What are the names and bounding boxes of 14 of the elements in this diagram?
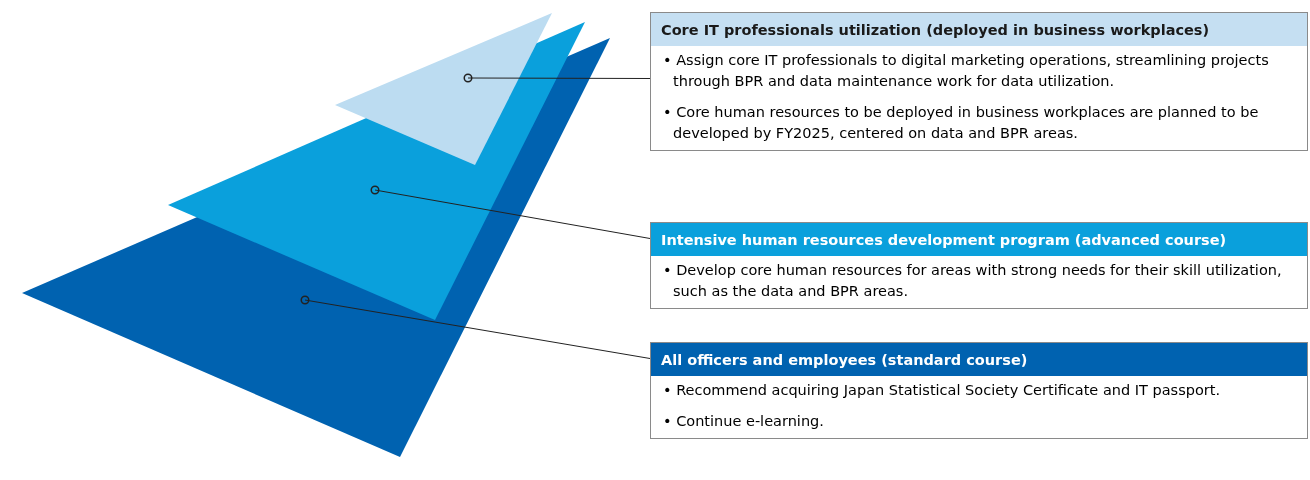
bullet-text: • Develop core human resources for areas with strong needs for their skill utilization, such as the data and BPR areas. (662, 261, 1283, 301)
box-heading: Core IT professionals utilization (deployed in business workplaces) (651, 13, 1307, 46)
leader-line (300, 295, 651, 359)
box-heading: All officers and employees (standard course) (651, 343, 1307, 376)
bullet-text: • Assign core IT professionals to digital marketing operations, streamlining projects through BPR and data maintenance work for data utilization. (662, 51, 1270, 91)
info-box (650, 12, 1308, 151)
info-box (650, 342, 1308, 439)
leader-line (463, 73, 651, 83)
bullet-text: • Recommend acquiring Japan Statistical Society Certificate and IT passport. (662, 381, 1222, 400)
leader-line (370, 185, 651, 239)
bullet-text: • Continue e-learning. (662, 412, 825, 431)
bullet-text: • Core human resources to be deployed in business workplaces are planned to be developed by FY2025, centered on data and BPR areas. (662, 103, 1260, 143)
box-heading: Intensive human resources development program (advanced course) (651, 223, 1307, 256)
info-box (650, 222, 1308, 309)
